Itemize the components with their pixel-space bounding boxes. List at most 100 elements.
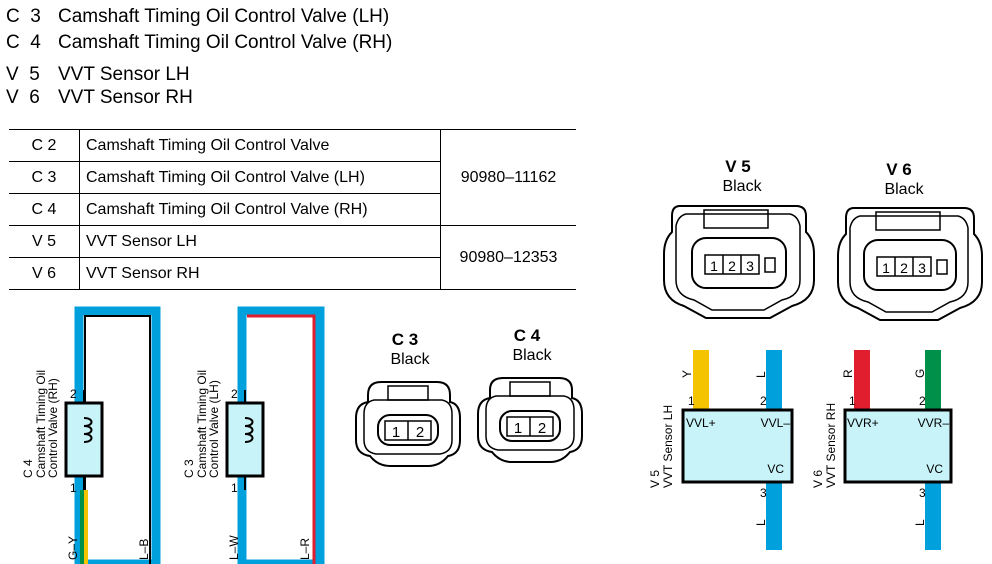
table-cell-code: C 2 bbox=[9, 129, 80, 162]
v6-pin2-label: 2 bbox=[919, 394, 926, 408]
c3-circuit: 2 1 C 3 Camshaft Timing Oil Control Valv… bbox=[182, 306, 325, 564]
c3-valve-body bbox=[225, 401, 265, 478]
c3-connector: C 3 Black 1 2 bbox=[355, 330, 461, 467]
v5-housing-inner bbox=[675, 213, 801, 311]
table-cell-part-number: 90980–12353 bbox=[440, 225, 576, 289]
v5-pin-box bbox=[704, 254, 760, 275]
v5-sensor-label: VVT Sensor LH bbox=[661, 405, 675, 488]
table-row: C 4 Camshaft Timing Oil Control Valve (R… bbox=[9, 193, 576, 226]
c4-pin-bottom: 1 bbox=[70, 481, 77, 495]
c4-code-label: C 4 bbox=[21, 459, 35, 478]
header-code: C 4 bbox=[6, 32, 41, 53]
table-cell-code: C 3 bbox=[9, 161, 80, 194]
c4-pin-top: 2 bbox=[70, 387, 77, 401]
table-cell-code: C 4 bbox=[9, 193, 80, 226]
v5-wire1-color: Y bbox=[680, 370, 694, 378]
header-label: VVT Sensor LH bbox=[58, 64, 190, 85]
c3-pin-bottom: 1 bbox=[231, 481, 238, 495]
c4-coil-icon bbox=[83, 417, 93, 443]
v5-connector-code: V 5 bbox=[725, 157, 751, 176]
v5-code-label: V 5 bbox=[648, 470, 662, 488]
header-code: C 3 bbox=[6, 6, 41, 27]
v5-housing-outer bbox=[663, 205, 815, 319]
v6-circuit: R G L 1 2 3 VVR+ VVR– VC V 6 VVT Sensor … bbox=[811, 350, 953, 550]
c4-circuit: 2 1 C 4 Camshaft Timing Oil Control Valv… bbox=[21, 306, 161, 564]
table-cell-name: Camshaft Timing Oil Control Valve (LH) bbox=[79, 161, 441, 194]
header-line-v6: V 6 VVT Sensor RH bbox=[6, 87, 193, 109]
header-line-c3: C 3 Camshaft Timing Oil Control Valve (LH… bbox=[6, 6, 389, 28]
v6-pin-cavity bbox=[863, 239, 957, 291]
c4-pin-2: 2 bbox=[538, 420, 546, 437]
table-cell-part-number: 90980–11162 bbox=[440, 129, 576, 226]
header-label: Camshaft Timing Oil Control Valve (RH) bbox=[58, 32, 393, 53]
v6-wire-red bbox=[854, 350, 870, 410]
v5-connector-color: Black bbox=[722, 178, 762, 195]
v6-term2: VVR– bbox=[918, 416, 950, 430]
c4-label-line1: Camshaft Timing Oil bbox=[34, 370, 48, 478]
c4-housing-inner bbox=[485, 395, 575, 451]
c4-pin-1: 1 bbox=[514, 420, 522, 437]
table-cell-name: VVT Sensor RH bbox=[79, 257, 441, 289]
v5-wire-yellow bbox=[693, 350, 709, 410]
c3-wire-left-label: L–W bbox=[227, 535, 241, 560]
table-row: V 5 VVT Sensor LH 90980–12353 bbox=[9, 225, 576, 289]
header-code: V 6 bbox=[6, 87, 40, 108]
c3-connector-code: C 3 bbox=[392, 330, 418, 349]
table-bottom-border bbox=[9, 289, 576, 290]
table-row: C 2 Camshaft Timing Oil Control Valve 90… bbox=[9, 129, 576, 226]
v6-code-label: V 6 bbox=[811, 470, 825, 488]
v5-pin1-label: 1 bbox=[688, 394, 695, 408]
v6-key bbox=[936, 259, 948, 275]
v6-pin1-label: 1 bbox=[849, 394, 856, 408]
v6-term1: VVR+ bbox=[847, 416, 879, 430]
c3-label-line2: Control Valve (LH) bbox=[207, 380, 221, 478]
c3-pin-2: 2 bbox=[416, 424, 424, 441]
table-row: V 6 VVT Sensor RH bbox=[9, 257, 576, 289]
v5-wire-blue-top bbox=[766, 350, 782, 410]
v5-term3: VC bbox=[767, 462, 784, 476]
v6-wire2-color: G bbox=[913, 369, 927, 378]
header-label: Camshaft Timing Oil Control Valve (LH) bbox=[58, 6, 390, 27]
c3-connector-color: Black bbox=[390, 351, 430, 368]
v5-pin-1: 1 bbox=[710, 258, 718, 274]
v5-wire-blue-bottom bbox=[766, 482, 782, 550]
v6-term3: VC bbox=[926, 462, 943, 476]
v5-pin-2: 2 bbox=[728, 258, 736, 274]
c3-label-line1: Camshaft Timing Oil bbox=[195, 370, 209, 478]
c3-pin-top: 2 bbox=[231, 387, 238, 401]
v6-connector-code: V 6 bbox=[886, 160, 912, 179]
table-cell-name: Camshaft Timing Oil Control Valve (RH) bbox=[79, 193, 441, 226]
header-code: V 5 bbox=[6, 64, 40, 85]
v6-pin-1: 1 bbox=[882, 260, 890, 276]
c3-housing-inner bbox=[363, 399, 453, 455]
c4-connector: C 4 Black 1 2 bbox=[477, 326, 583, 463]
c3-wire-right-label: L–R bbox=[298, 538, 312, 560]
c3-pin-cavity bbox=[377, 414, 439, 446]
v6-wire1-color: R bbox=[841, 369, 855, 378]
parts-table: C 2 Camshaft Timing Oil Control Valve 90… bbox=[9, 129, 576, 289]
header-label: VVT Sensor RH bbox=[58, 87, 193, 108]
c3-latch bbox=[387, 385, 429, 401]
c4-label-line2: Control Valve (RH) bbox=[46, 378, 60, 478]
v5-key bbox=[764, 257, 776, 273]
v5-pin2-label: 2 bbox=[760, 394, 767, 408]
v5-pin-cavity bbox=[691, 237, 787, 289]
v6-wire-blue-bottom bbox=[925, 482, 941, 550]
v5-connector: V 5 Black 1 2 3 bbox=[663, 157, 815, 319]
v5-wire2-color: L bbox=[754, 371, 768, 378]
header-line-c4: C 4 Camshaft Timing Oil Control Valve (RH… bbox=[6, 32, 392, 54]
table-cell-code: V 5 bbox=[9, 225, 80, 258]
v6-pin3-label: 3 bbox=[919, 486, 926, 500]
v5-term1: VVL+ bbox=[686, 416, 716, 430]
v5-wire3-color: L bbox=[754, 519, 768, 526]
c3-red-wire bbox=[247, 314, 316, 564]
c4-connector-color: Black bbox=[512, 347, 552, 364]
c3-coil-icon bbox=[244, 417, 254, 443]
v6-connector-color: Black bbox=[884, 181, 924, 198]
v6-sensor-label: VVT Sensor RH bbox=[824, 403, 838, 488]
v6-housing-outer bbox=[837, 207, 983, 321]
v5-latch bbox=[703, 209, 769, 229]
table-row: C 3 Camshaft Timing Oil Control Valve (L… bbox=[9, 161, 576, 194]
table-cell-name: VVT Sensor LH bbox=[79, 225, 441, 258]
